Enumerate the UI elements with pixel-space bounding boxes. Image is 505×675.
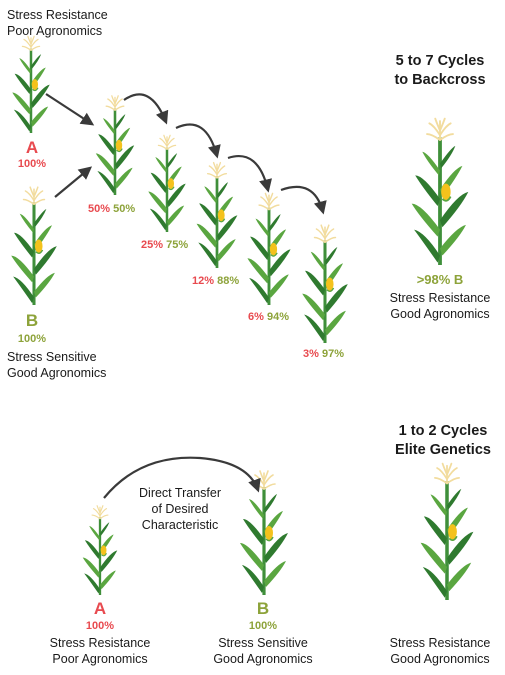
parent-b-pct: 100% <box>17 333 47 345</box>
corn-plant-gen-4 <box>245 191 293 307</box>
arrow-gen1-to-gen2 <box>123 93 169 125</box>
generation-4-label: 6% 94% <box>248 311 289 323</box>
parent-b-desc-line2: Good Agronomics <box>7 366 107 380</box>
corn-plant-a-bottom <box>81 504 119 597</box>
generation-1-label: 50% 50% <box>88 203 135 215</box>
bottom-parent-a-desc-line2: Poor Agronomics <box>52 652 148 666</box>
generation-2-label: 25% 75% <box>141 239 188 251</box>
result-top-pct: >98% B <box>416 272 464 287</box>
bottom-parent-a-letter: A <box>93 599 107 618</box>
bottom-parent-a-desc-line1: Stress Resistance <box>49 636 151 650</box>
bottom-parent-b-desc-line2: Good Agronomics <box>213 652 313 666</box>
corn-plant-gen-1 <box>94 94 136 197</box>
generation-4-green-pct: 94% <box>266 311 289 323</box>
parent-a-letter: A <box>25 138 39 157</box>
elite-heading-line2: Elite Genetics <box>395 442 491 458</box>
generation-5-green-pct: 97% <box>321 348 344 360</box>
arrow-gen2-to-gen3 <box>175 123 221 159</box>
transfer-text-line3: Characteristic <box>141 518 219 532</box>
corn-plant-b-bottom <box>238 469 290 597</box>
result-bottom-desc-line2: Good Agronomics <box>390 652 490 666</box>
corn-plant-a-top <box>11 35 51 135</box>
transfer-text-line1: Direct Transfer <box>139 486 221 500</box>
generation-3-red-pct: 12% <box>192 275 215 287</box>
generation-1-red-pct: 50% <box>88 203 111 215</box>
arrow-direct-transfer <box>103 456 261 499</box>
elite-heading-line1: 1 to 2 Cycles <box>398 423 488 439</box>
generation-5-red-pct: 3% <box>303 348 319 360</box>
parent-b-letter: B <box>25 311 39 330</box>
result-top-desc-line2: Good Agronomics <box>390 307 490 321</box>
bottom-parent-b-pct: 100% <box>248 620 278 632</box>
corn-plant-b-top <box>9 185 59 307</box>
result-bottom-desc-line1: Stress Resistance <box>389 636 491 650</box>
parent-a-pct: 100% <box>17 158 47 170</box>
arrow-gen3-to-gen4 <box>227 155 272 193</box>
arrow-gen4-to-gen5 <box>280 185 327 215</box>
generation-5-label: 3% 97% <box>303 348 344 360</box>
bottom-parent-a-pct: 100% <box>85 620 115 632</box>
generation-2-green-pct: 75% <box>166 239 189 251</box>
parent-a-desc-line1: Stress Resistance <box>7 8 108 22</box>
parent-b-desc-line1: Stress Sensitive <box>7 350 97 364</box>
generation-2-red-pct: 25% <box>141 239 164 251</box>
corn-plant-result-bottom <box>418 461 476 602</box>
corn-plant-gen-3 <box>195 161 239 270</box>
parent-a-desc-line2: Poor Agronomics <box>7 24 103 38</box>
generation-4-red-pct: 6% <box>248 311 264 323</box>
result-top-desc-line1: Stress Resistance <box>389 291 491 305</box>
transfer-text-line2: of Desired <box>151 502 209 516</box>
corn-plant-gen-5 <box>300 223 350 345</box>
generation-1-green-pct: 50% <box>113 203 136 215</box>
corn-plant-gen-2 <box>147 134 187 234</box>
generation-3-green-pct: 88% <box>217 275 240 287</box>
arrow-b-to-cross <box>54 166 93 198</box>
bottom-parent-b-letter: B <box>256 599 270 618</box>
backcross-heading-line2: to Backcross <box>394 72 486 88</box>
generation-3-label: 12% 88% <box>192 275 239 287</box>
arrow-a-to-cross <box>45 93 95 126</box>
backcross-heading-line1: 5 to 7 Cycles <box>395 53 485 69</box>
bottom-parent-b-desc-line1: Stress Sensitive <box>218 636 308 650</box>
corn-plant-result-top <box>409 116 471 267</box>
